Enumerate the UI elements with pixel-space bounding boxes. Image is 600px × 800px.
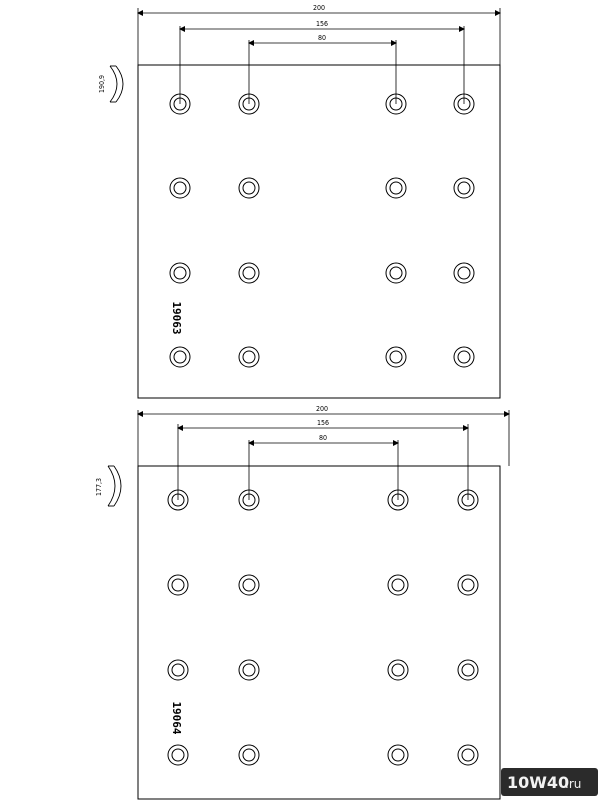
rivet-hole	[238, 489, 260, 511]
rivet-hole	[453, 262, 475, 284]
rivet-hole	[385, 262, 407, 284]
rivet-hole	[238, 574, 260, 596]
rivet-hole	[238, 659, 260, 681]
rivet-hole	[167, 489, 189, 511]
part-code-label: 19063	[170, 301, 183, 334]
rivet-hole	[457, 744, 479, 766]
rivet-hole	[385, 346, 407, 368]
rivet-hole	[453, 346, 475, 368]
arc-radius-indicator	[107, 465, 122, 507]
rivet-holes	[169, 93, 475, 368]
arc-radius-indicator	[109, 65, 124, 103]
drawing-top: 200 156 80 190,9 19063	[98, 4, 501, 399]
lining-outline	[137, 64, 501, 399]
watermark-main-text: 10W40	[507, 773, 569, 792]
drawing-bottom: 200 156 80 177,3 19064	[95, 405, 510, 800]
extension-lines	[137, 8, 501, 104]
rivet-hole	[457, 489, 479, 511]
rivet-hole	[453, 177, 475, 199]
lining-outline	[137, 465, 501, 800]
rivet-holes	[167, 489, 479, 766]
dimension-inner-holes-label: 80	[318, 34, 326, 42]
rivet-hole	[385, 177, 407, 199]
dimension-outer-holes-label: 156	[316, 20, 328, 28]
rivet-hole	[167, 659, 189, 681]
rivet-hole	[169, 177, 191, 199]
rivet-hole	[457, 659, 479, 681]
rivet-hole	[387, 659, 409, 681]
dimension-outer-holes-label: 156	[317, 419, 329, 427]
arc-radius-label: 177,3	[95, 478, 103, 496]
rivet-hole	[457, 574, 479, 596]
rivet-hole	[385, 93, 407, 115]
rivet-hole	[169, 346, 191, 368]
rivet-hole	[238, 262, 260, 284]
site-watermark: 10W40 .ru	[501, 768, 598, 796]
arc-radius-label: 190,9	[98, 75, 106, 93]
rivet-hole	[387, 574, 409, 596]
rivet-hole	[238, 93, 260, 115]
rivet-hole	[238, 177, 260, 199]
rivet-hole	[169, 93, 191, 115]
rivet-hole	[167, 574, 189, 596]
rivet-hole	[387, 489, 409, 511]
dimension-overall-label: 200	[316, 405, 328, 413]
watermark-background	[501, 768, 598, 796]
watermark-suffix-text: .ru	[565, 777, 581, 791]
dimension-overall-label: 200	[313, 4, 325, 12]
rivet-hole	[387, 744, 409, 766]
rivet-hole	[453, 93, 475, 115]
rivet-hole	[238, 744, 260, 766]
dimension-inner-holes-label: 80	[319, 434, 327, 442]
rivet-hole	[238, 346, 260, 368]
part-code-label: 19064	[170, 701, 183, 734]
rivet-hole	[169, 262, 191, 284]
rivet-hole	[167, 744, 189, 766]
